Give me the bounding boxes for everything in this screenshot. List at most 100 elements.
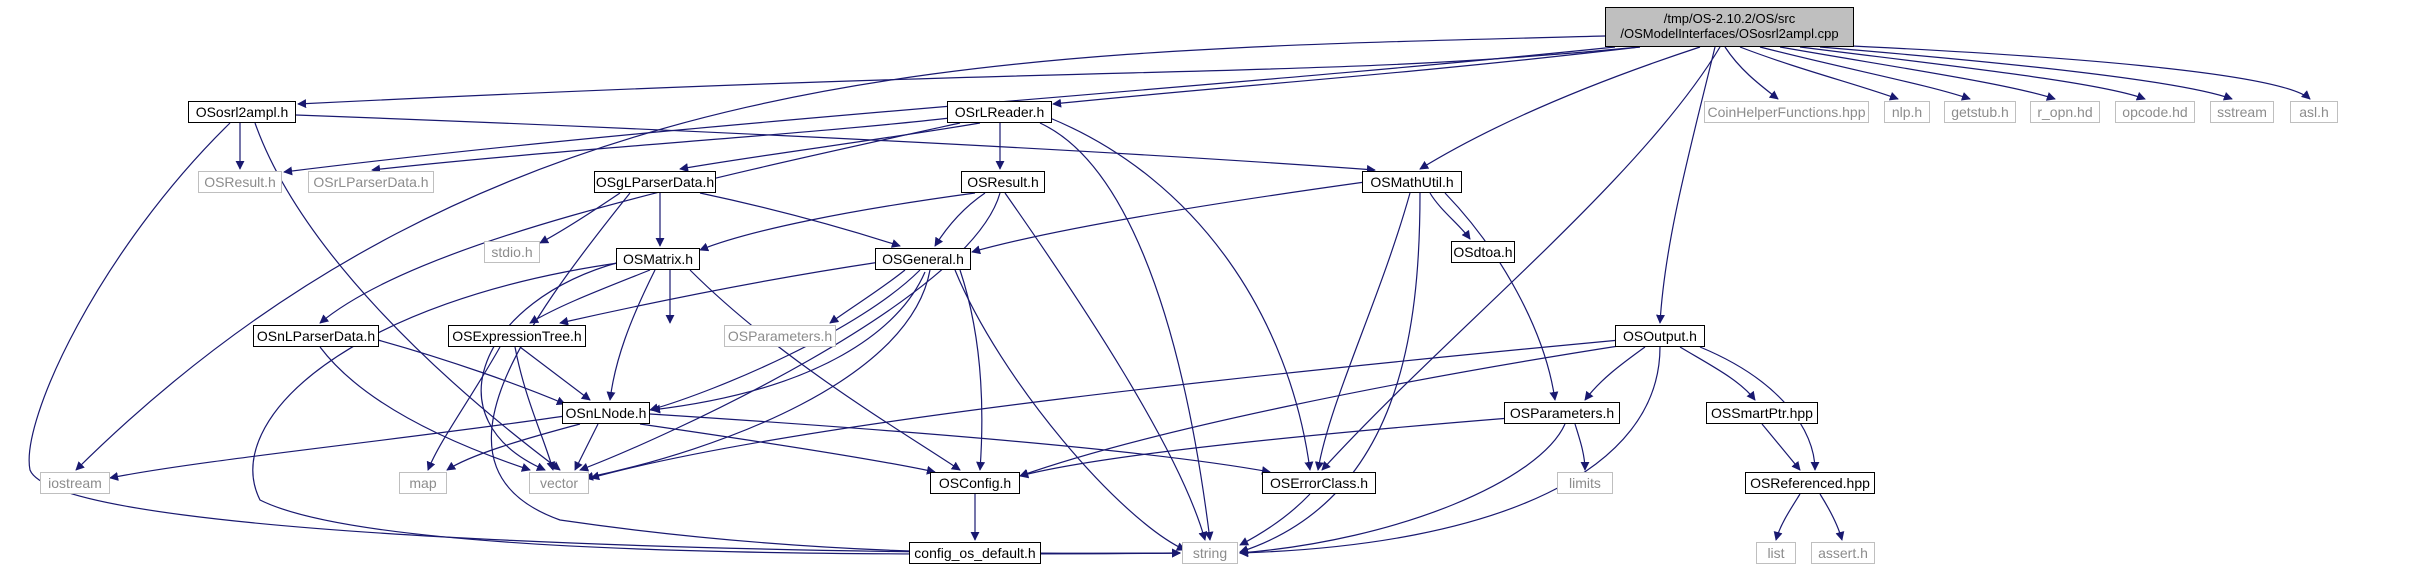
node-ossmartptr-hpp[interactable]: OSSmartPtr.hpp — [1706, 402, 1818, 424]
edge-osresult-to-string — [1004, 192, 1208, 541]
root-file-node: /tmp/OS-2.10.2/OS/src /OSModelInterfaces… — [1605, 7, 1854, 47]
node-osreferenced-hpp[interactable]: OSReferenced.hpp — [1745, 472, 1875, 494]
edge-osrlreader-to-oserrorclass-h — [1049, 117, 1314, 471]
node-osmatrix-h[interactable]: OSMatrix.h — [616, 248, 700, 270]
edge-osnlnode-to-osgeneral-h — [651, 271, 926, 414]
edge-osnlnode-to-oserrorclass-h — [649, 413, 1271, 475]
node-osdtoa-h[interactable]: OSdtoa.h — [1451, 241, 1515, 263]
edge-osparameters-to-string — [1239, 423, 1566, 557]
edge-root-to-iostream — [75, 35, 1606, 471]
edge-osparameters-to-osconfig-h — [1019, 417, 1511, 479]
edge-osnlnode-to-vector — [574, 423, 599, 471]
node-osrlparserdata-h: OSrLParserData.h — [308, 171, 434, 193]
edge-osresult-to-osmatrix-h — [699, 192, 976, 252]
edge-osmatrix-to-osexpressiontree-h — [529, 269, 651, 324]
root-path-line-1: /tmp/OS-2.10.2/OS/src — [1663, 11, 1796, 27]
edge-root-to-osoutput-h — [1655, 46, 1716, 324]
node-asl-h: asl.h — [2290, 101, 2338, 123]
edge-root-to-nlp-h — [1739, 46, 1899, 101]
node-iostream: iostream — [40, 472, 110, 494]
edge-osgeneral-to-osconfig-h — [959, 269, 986, 471]
edge-root-to-osrlreader-h — [1052, 46, 1641, 108]
node-osmathutil-h[interactable]: OSMathUtil.h — [1362, 171, 1462, 193]
edge-osoutput-to-string — [1239, 346, 1661, 558]
edge-root-to-ososrl2ampl-h — [297, 46, 1641, 109]
edge-osgeneral-to-osexpressiontree-h — [559, 261, 881, 326]
edge-osmathutil-to-osgeneral-h — [971, 181, 1366, 255]
node-osconfig-h[interactable]: OSConfig.h — [930, 472, 1020, 494]
node-osglparserdata-h[interactable]: OSgLParserData.h — [594, 171, 716, 193]
edge-osresult-to-vector — [579, 192, 1001, 472]
edge-osnlnode-to-osconfig-h — [639, 423, 936, 475]
edge-root-to-getstub-h — [1759, 46, 1971, 101]
node-osresult-h[interactable]: OSResult.h — [961, 171, 1045, 193]
edge-root-to-oserrorclass-h — [1321, 46, 1721, 471]
edge-osmatrix-to-osnlnode-h — [606, 269, 656, 401]
edge-osreferenced-to-assert-h — [1819, 493, 1845, 541]
node-osgeneral-h[interactable]: OSGeneral.h — [875, 248, 971, 270]
edge-osglparserdata-to-string — [490, 192, 1181, 558]
node-osexpressiontree-h[interactable]: OSExpressionTree.h — [448, 325, 586, 347]
node-sstream: sstream — [2210, 101, 2274, 123]
edge-osglparserdata-to-osgeneral-h — [699, 192, 901, 248]
node-coinhelperfunctions-hpp: CoinHelperFunctions.hpp — [1704, 101, 1869, 123]
edge-osmathutil-to-string — [1239, 192, 1421, 554]
node-osparameters-h[interactable]: OSParameters.h — [1504, 402, 1620, 424]
edge-osparameters-to-limits — [1574, 423, 1590, 471]
node-limits: limits — [1557, 472, 1613, 494]
node-osnlnode-h[interactable]: OSnLNode.h — [562, 402, 650, 424]
node-assert-h: assert.h — [1811, 542, 1875, 564]
edge-root-to-opcode-hd — [1799, 46, 2146, 101]
edge-root-to-coinhelperfunctions-hpp — [1724, 46, 1779, 100]
edge-osmathutil-to-osdtoa-h — [1429, 192, 1471, 240]
node-vector: vector — [529, 472, 589, 494]
edge-osrlreader-to-string — [1039, 122, 1214, 541]
edge-osmatrix-to-string — [252, 261, 1181, 558]
edge-osmatrix-to-osconfig-h — [689, 269, 961, 471]
edge-ossmartptr-to-osreferenced-hpp — [1761, 423, 1801, 471]
node-osparameters-h-system: OSParameters.h — [724, 325, 836, 347]
edge-osoutput-to-vector — [590, 339, 1621, 481]
edge-osnlparserdata-to-osnlnode-h — [377, 339, 566, 405]
edge-osrlreader-to-osrlparserdata-h — [371, 117, 951, 174]
node-osrlreader-h[interactable]: OSrLReader.h — [947, 101, 1052, 123]
edge-ososrl2ampl-to-osmathutil-h — [295, 114, 1376, 174]
node-getstub-h: getstub.h — [1944, 101, 2016, 123]
node-osnlparserdata-h[interactable]: OSnLParserData.h — [253, 325, 379, 347]
edge-osgeneral-to-vector — [584, 269, 931, 481]
edge-osgeneral-to-osparameters-h-system — [829, 269, 906, 324]
edge-root-to-osmathutil-h — [1419, 46, 1701, 170]
edge-osmatrix-to-vector — [480, 261, 621, 471]
edge-root-to-r-opn-hd — [1779, 46, 2056, 101]
edge-osexpressiontree-to-vector — [514, 346, 556, 471]
edge-osexpressiontree-to-osnlnode-h — [519, 346, 591, 401]
edge-osoutput-to-osparameters-h — [1584, 346, 1646, 401]
node-stdio-h: stdio.h — [484, 241, 540, 263]
edge-osresult-to-osgeneral-h — [934, 192, 986, 247]
node-list: list — [1756, 542, 1796, 564]
node-map: map — [399, 472, 447, 494]
node-oserrorclass-h[interactable]: OSErrorClass.h — [1262, 472, 1376, 494]
edge-root-to-asl-h — [1829, 44, 2311, 100]
edge-ososrl2ampl-to-string — [28, 122, 1181, 558]
node-osresult-h-system: OSResult.h — [198, 171, 282, 193]
edge-osreferenced-to-list — [1773, 493, 1801, 541]
node-config-os-default-h[interactable]: config_os_default.h — [909, 542, 1041, 564]
edge-osrlreader-to-osglparserdata-h — [679, 122, 981, 173]
node-opcode-hd: opcode.hd — [2115, 101, 2195, 123]
edge-root-to-sstream — [1819, 46, 2233, 101]
node-ososrl2ampl-h[interactable]: OSosrl2ampl.h — [188, 101, 296, 123]
edge-osnlnode-to-map — [446, 423, 581, 471]
root-path-line-2: /OSModelInterfaces/OSosrl2ampl.cpp — [1620, 26, 1839, 41]
edge-osglparserdata-to-stdio-h — [539, 192, 621, 244]
node-osoutput-h[interactable]: OSOutput.h — [1615, 325, 1705, 347]
edge-osgeneral-to-osnlnode-h — [649, 269, 921, 413]
edge-osoutput-to-ossmartptr-hpp — [1679, 346, 1756, 401]
node-nlp-h: nlp.h — [1884, 101, 1930, 123]
edge-osoutput-to-osconfig-h — [1019, 344, 1626, 478]
edge-osnlnode-to-iostream — [109, 415, 566, 481]
edge-osnlparserdata-to-vector — [319, 346, 531, 472]
edge-osgeneral-to-string — [954, 269, 1186, 551]
